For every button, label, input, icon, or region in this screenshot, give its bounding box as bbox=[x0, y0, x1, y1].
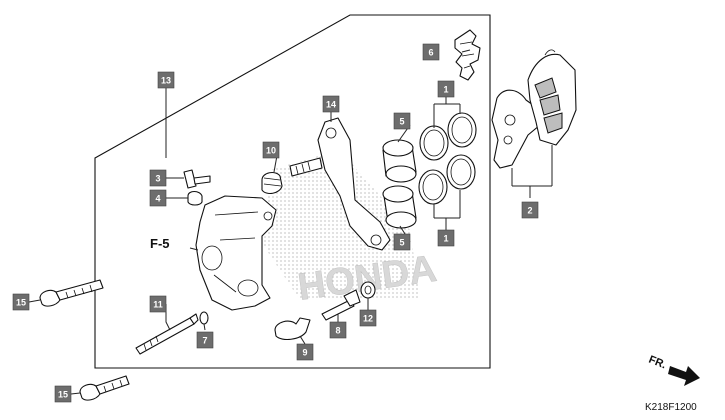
callout-number: 15 bbox=[16, 298, 26, 308]
drawing-code: K218F1200 bbox=[645, 402, 697, 413]
callout-number: 1 bbox=[443, 234, 448, 244]
callout-box bbox=[393, 112, 411, 130]
mounting-bolt-lower bbox=[79, 375, 130, 401]
callout-box bbox=[359, 309, 377, 327]
callout-number: 11 bbox=[153, 300, 163, 310]
callout-box bbox=[437, 229, 455, 247]
callout-box bbox=[12, 293, 30, 311]
callout-c6: 6 bbox=[422, 43, 440, 61]
section-reference: F-5 bbox=[150, 236, 170, 251]
callout-box bbox=[437, 80, 455, 98]
callout-box bbox=[322, 95, 340, 113]
callout-box bbox=[149, 295, 167, 313]
callout-c10: 10 bbox=[262, 141, 280, 159]
callout-number: 10 bbox=[266, 146, 276, 156]
callout-number: 1 bbox=[443, 85, 448, 95]
callout-c14: 14 bbox=[322, 95, 340, 113]
piston-seals bbox=[418, 112, 477, 205]
callout-box bbox=[54, 385, 72, 403]
callout-c9: 9 bbox=[296, 343, 314, 361]
pistons bbox=[382, 139, 417, 229]
pin-boot bbox=[261, 171, 283, 195]
callout-box bbox=[521, 201, 539, 219]
section-reference-label: F-5 bbox=[150, 236, 170, 251]
slide-pin-long bbox=[135, 313, 199, 355]
callout-box bbox=[149, 169, 167, 187]
callout-c5b: 5 bbox=[393, 233, 411, 251]
front-direction-indicator: FR. bbox=[647, 354, 700, 386]
callout-c1a: 1 bbox=[437, 80, 455, 98]
callout-box bbox=[149, 189, 167, 207]
callout-c2: 2 bbox=[521, 201, 539, 219]
bleeder-cap bbox=[187, 190, 203, 206]
mounting-bolt-upper bbox=[39, 279, 104, 307]
callout-number: 8 bbox=[335, 326, 340, 336]
callout-number: 14 bbox=[326, 100, 336, 110]
callout-c13: 13 bbox=[157, 71, 175, 89]
callout-number: 4 bbox=[155, 194, 160, 204]
assembly-frame bbox=[94, 14, 491, 369]
callout-c4: 4 bbox=[149, 189, 167, 207]
callout-number: 13 bbox=[161, 76, 171, 86]
washer bbox=[360, 281, 376, 299]
callout-number: 7 bbox=[202, 336, 207, 346]
callout-number: 9 bbox=[302, 348, 307, 358]
direction-label: FR. bbox=[647, 354, 668, 372]
leader-lines bbox=[28, 49, 553, 395]
callout-c12: 12 bbox=[359, 309, 377, 327]
callout-number: 5 bbox=[399, 117, 404, 127]
pin-clip bbox=[199, 311, 209, 325]
callout-box bbox=[157, 71, 175, 89]
caliper-bracket bbox=[289, 117, 391, 251]
callout-c8: 8 bbox=[329, 321, 347, 339]
callout-box bbox=[393, 233, 411, 251]
callout-c3: 3 bbox=[149, 169, 167, 187]
pad-spring bbox=[454, 29, 481, 81]
caliper-body bbox=[195, 195, 277, 311]
callout-number: 12 bbox=[363, 314, 373, 324]
callout-number: 15 bbox=[58, 390, 68, 400]
callout-number: 6 bbox=[428, 48, 433, 58]
pin-bolt bbox=[274, 317, 311, 341]
callout-number: 3 bbox=[155, 174, 160, 184]
callout-box bbox=[422, 43, 440, 61]
brake-pads bbox=[491, 49, 577, 169]
callout-c7: 7 bbox=[196, 331, 214, 349]
callout-box bbox=[196, 331, 214, 349]
callout-c1b: 1 bbox=[437, 229, 455, 247]
callout-c11: 11 bbox=[149, 295, 167, 313]
watermark-logo: HONDA bbox=[260, 150, 439, 309]
callout-box bbox=[329, 321, 347, 339]
callout-box bbox=[262, 141, 280, 159]
callout-c15b: 15 bbox=[54, 385, 72, 403]
callout-number: 2 bbox=[527, 206, 532, 216]
bleeder-screw bbox=[183, 169, 211, 189]
callout-box bbox=[296, 343, 314, 361]
callout-number: 5 bbox=[399, 238, 404, 248]
callout-c5a: 5 bbox=[393, 112, 411, 130]
callout-c15a: 15 bbox=[12, 293, 30, 311]
bracket-bolt bbox=[321, 289, 361, 321]
arrow-right-icon bbox=[668, 366, 700, 386]
